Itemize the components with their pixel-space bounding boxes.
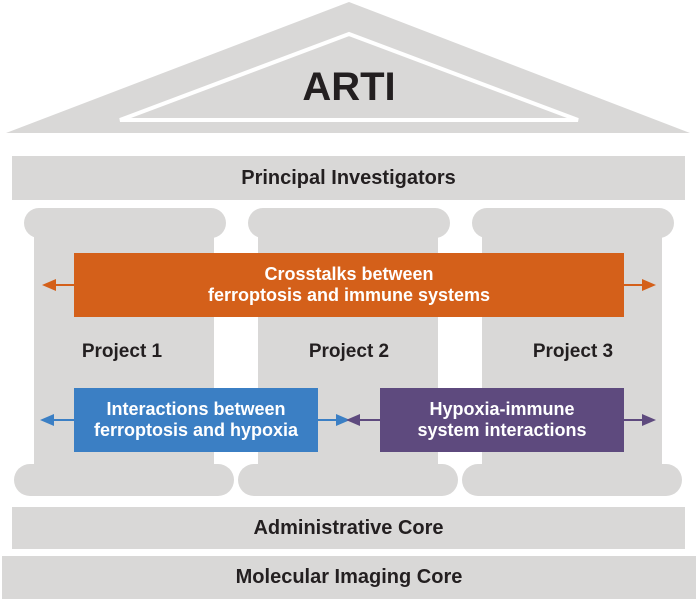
diagram-title: ARTI [302, 65, 396, 109]
ferroptosis-hypoxia-line-2: ferroptosis and hypoxia [93, 420, 299, 440]
crosstalks-line-2: ferroptosis and immune systems [207, 285, 491, 305]
crosstalks-box-bg [74, 253, 624, 317]
hypoxia-immune-box-bg [380, 388, 624, 452]
ferroptosis-hypoxia-box: Interactions between ferroptosis and hyp… [74, 388, 318, 452]
hypoxia-immune-box: Hypoxia-immune system interactions [380, 388, 624, 452]
administrative-core-label: Administrative Core [253, 517, 444, 539]
ferroptosis-hypoxia-box-bg [74, 388, 318, 452]
hypoxia-immune-line-1: Hypoxia-immune [429, 399, 575, 419]
hypoxia-immune-line-2: system interactions [417, 420, 587, 440]
project-1-label: Project 1 [81, 341, 163, 362]
project-2-label: Project 2 [308, 341, 390, 362]
administrative-core-band [12, 507, 685, 549]
principal-investigators-label: Principal Investigators [241, 167, 456, 189]
crosstalks-line-1: Crosstalks between [264, 264, 434, 284]
ferroptosis-hypoxia-line-1: Interactions between [106, 399, 286, 419]
molecular-imaging-core-band [2, 556, 696, 599]
crosstalks-box: Crosstalks between ferroptosis and immun… [74, 253, 624, 317]
molecular-imaging-core-label: Molecular Imaging Core [235, 566, 463, 588]
principal-investigators-band [12, 156, 685, 200]
pediment-outline [119, 31, 579, 122]
project-3-label: Project 3 [532, 341, 614, 362]
